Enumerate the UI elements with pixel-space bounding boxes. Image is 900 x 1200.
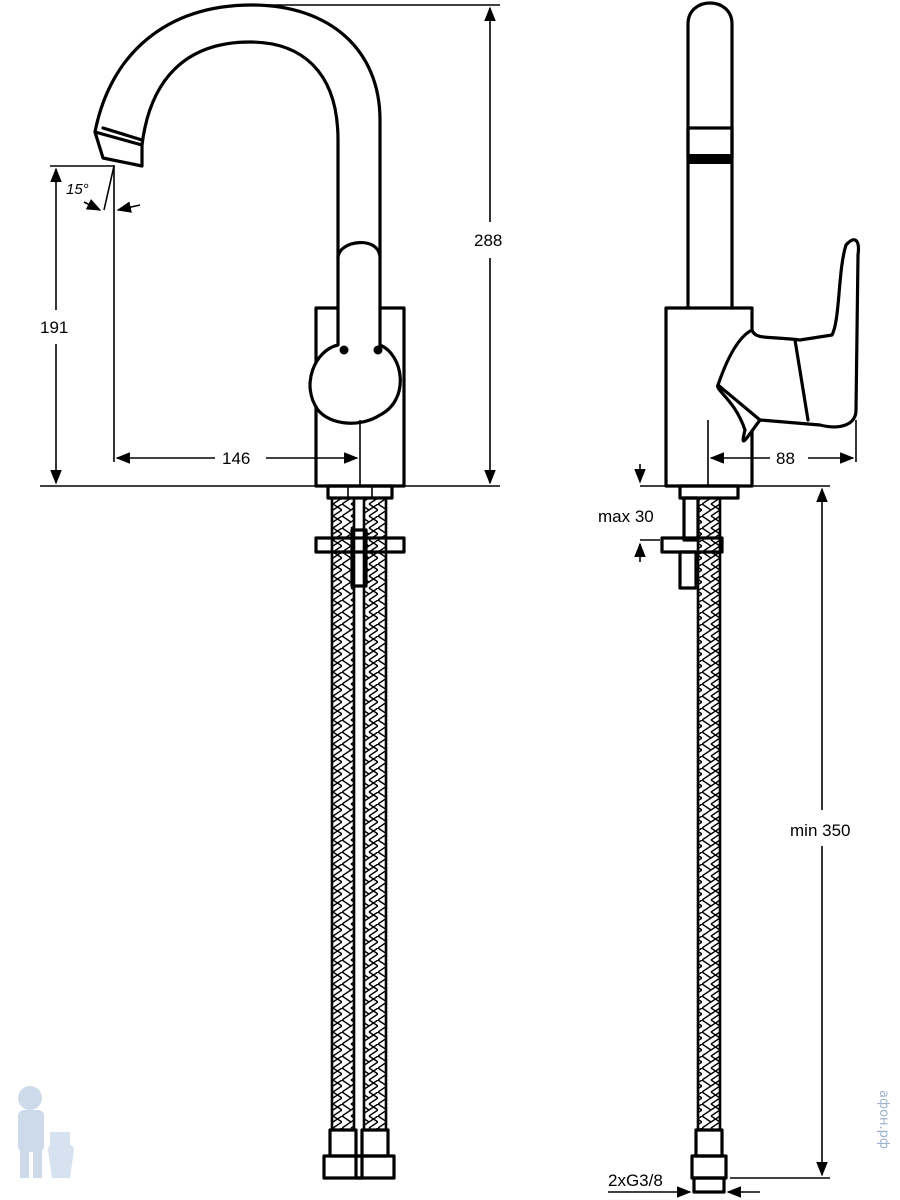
lever-depth-label: 88 [776,449,795,468]
connection-label: 2xG3/8 [608,1171,663,1190]
total-height-label: 288 [474,231,502,250]
spout-tip [93,130,144,168]
lever-side [716,238,861,443]
plumber-mascot-logo [18,1086,74,1178]
side-view [660,1,861,1194]
spout-height-label: 191 [40,318,68,337]
hose-right [362,496,388,1132]
min-hose-label: min 350 [790,821,850,840]
hose-left [330,496,356,1132]
spout-side [686,1,734,310]
spout-reach-label: 146 [222,449,250,468]
front-dimensions: 288 191 146 15° [40,4,502,487]
angle-label: 15° [66,181,89,198]
front-view [93,3,406,1180]
watermark-text: афон.рф [876,1090,891,1149]
lever-front [308,241,402,425]
side-dimensions: 88 max 30 min 350 2xG3/8 [598,420,857,1198]
hose-side [696,496,722,1132]
max-deck-label: max 30 [598,507,654,526]
spout-front [93,3,382,260]
watermark: афон.рф [18,1086,891,1178]
